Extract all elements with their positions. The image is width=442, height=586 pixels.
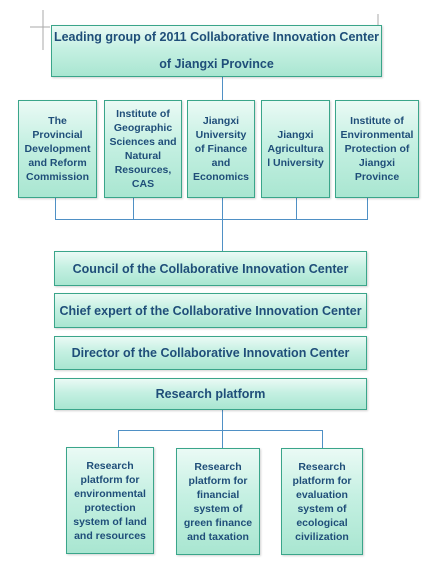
member-box-drc: The Provincial Development and Reform Co… bbox=[18, 100, 97, 198]
connector-member-1 bbox=[55, 197, 56, 220]
connector-platform-3 bbox=[322, 430, 323, 448]
chief-expert-label: Chief expert of the Collaborative Innova… bbox=[59, 303, 362, 318]
member-box-jufe: Jiangxi University of Finance and Econom… bbox=[187, 100, 255, 198]
member-box-cas: Institute of Geographic Sciences and Nat… bbox=[104, 100, 182, 198]
platform-box-land: Research platform for environmental prot… bbox=[66, 447, 154, 554]
connector-member-4 bbox=[296, 197, 297, 220]
council-label: Council of the Collaborative Innovation … bbox=[72, 261, 349, 276]
member-label-jufe: Jiangxi University of Finance and Econom… bbox=[192, 115, 250, 183]
connector-top-down bbox=[222, 76, 223, 101]
member-label-drc: The Provincial Development and Reform Co… bbox=[24, 115, 91, 183]
research-platform-box: Research platform bbox=[54, 378, 367, 410]
platform-label-finance: Research platform for financial system o… bbox=[183, 460, 253, 543]
chief-expert-box: Chief expert of the Collaborative Innova… bbox=[54, 293, 367, 328]
member-label-cas: Institute of Geographic Sciences and Nat… bbox=[109, 108, 177, 190]
connector-platforms-bar bbox=[118, 430, 323, 431]
member-label-jau: Jiangxi Agricultura l University bbox=[267, 129, 324, 169]
member-box-jau: Jiangxi Agricultura l University bbox=[261, 100, 330, 198]
connector-member-5 bbox=[367, 197, 368, 220]
member-label-iep: Institute of Environmental Protection of… bbox=[340, 115, 414, 183]
platform-box-finance: Research platform for financial system o… bbox=[176, 448, 260, 555]
connector-members-bar bbox=[55, 219, 368, 220]
platform-box-civilization: Research platform for evaluation system … bbox=[281, 448, 363, 555]
connector-platform-down bbox=[222, 409, 223, 431]
connector-member-3 bbox=[222, 197, 223, 252]
connector-platform-1 bbox=[118, 430, 119, 448]
connector-member-2 bbox=[133, 197, 134, 220]
leading-group-box: Leading group of 2011 Collaborative Inno… bbox=[51, 25, 382, 77]
research-platform-label: Research platform bbox=[155, 387, 266, 401]
platform-label-land: Research platform for environmental prot… bbox=[73, 459, 147, 542]
member-box-iep: Institute of Environmental Protection of… bbox=[335, 100, 419, 198]
director-label: Director of the Collaborative Innovation… bbox=[71, 346, 350, 360]
connector-platform-2 bbox=[222, 430, 223, 448]
director-box: Director of the Collaborative Innovation… bbox=[54, 336, 367, 370]
platform-label-civilization: Research platform for evaluation system … bbox=[292, 460, 352, 543]
council-box: Council of the Collaborative Innovation … bbox=[54, 251, 367, 286]
leading-group-label: Leading group of 2011 Collaborative Inno… bbox=[53, 30, 380, 71]
